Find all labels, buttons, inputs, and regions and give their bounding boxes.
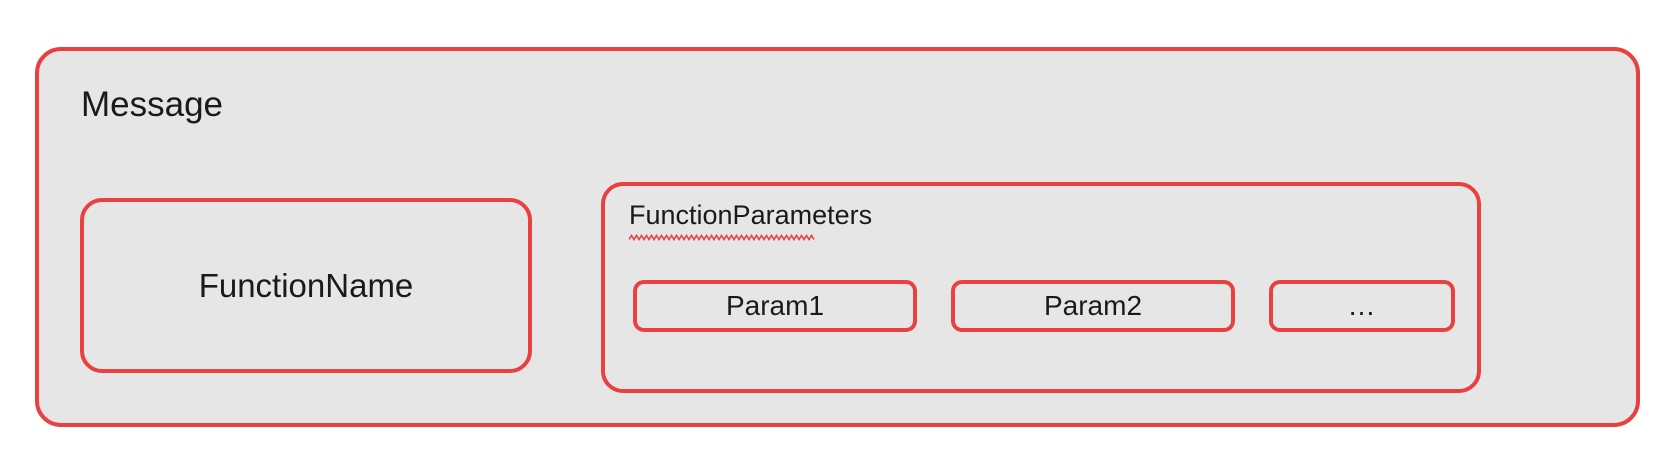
spellcheck-squiggle-underline: [629, 234, 815, 241]
param-box-2: Param2: [951, 280, 1235, 332]
parameter-list: Param1 Param2 …: [633, 280, 1455, 332]
param-box-1: Param1: [633, 280, 917, 332]
param-label-ellipsis: …: [1347, 290, 1377, 321]
function-name-label: FunctionName: [198, 267, 414, 304]
function-parameters-box: FunctionParameters Param1 Param2 …: [601, 182, 1481, 393]
message-label: Message: [81, 85, 224, 124]
param-box-ellipsis: …: [1269, 280, 1455, 332]
message-box: Message FunctionName FunctionParameters …: [35, 47, 1640, 427]
function-parameters-label: FunctionParameters: [629, 200, 873, 230]
function-name-box: FunctionName: [80, 198, 532, 373]
param-label: Param1: [725, 290, 825, 321]
param-label: Param2: [1043, 290, 1143, 321]
